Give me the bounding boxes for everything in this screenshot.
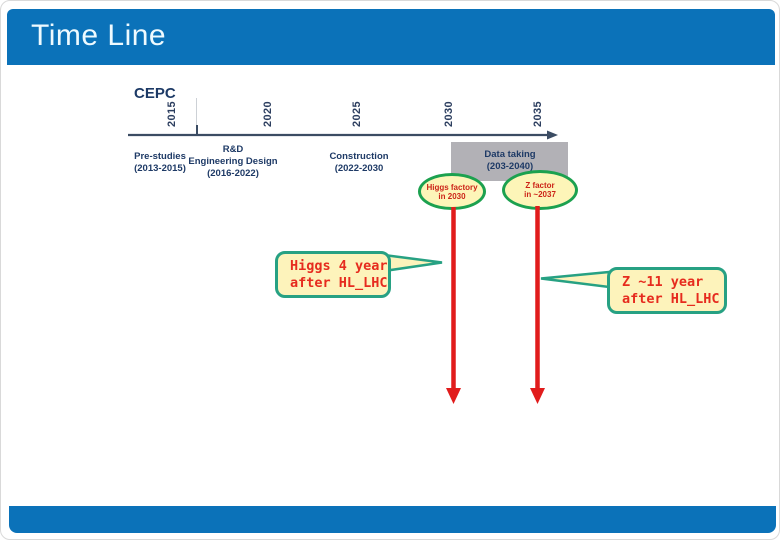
page-title: Time Line <box>31 19 167 52</box>
axis-year-label: 2015 <box>166 100 178 128</box>
phase-rnd: R&D Engineering Design (2016-2022) <box>173 144 293 180</box>
axis-year-label: 2025 <box>351 100 363 128</box>
phase-prestudies: Pre-studies (2013-2015) <box>120 151 200 175</box>
callout-text: Z ~11 year <box>622 273 704 290</box>
callout-text: after HL_LHC <box>622 290 720 307</box>
footer-bar <box>9 506 776 533</box>
phase-label: Pre-studies <box>134 151 186 162</box>
callout-text: after HL_LHC <box>290 274 388 291</box>
slide-title-bar: Time Line <box>7 9 775 65</box>
milestone-label: in 2030 <box>438 191 466 201</box>
milestone-arrowhead-z-icon <box>530 388 545 404</box>
timeline-tick <box>196 125 198 135</box>
cepc-label: CEPC <box>134 85 176 102</box>
axis-year-label: 2020 <box>262 100 274 128</box>
phase-label: Data taking <box>484 149 536 160</box>
milestone-label: in ~2037 <box>524 190 556 199</box>
phase-dates: (203-2040) <box>486 161 534 172</box>
axis-year-label: 2030 <box>443 100 455 128</box>
milestone-arrowhead-higgs-icon <box>446 388 461 404</box>
phase-dates: (2013-2015) <box>134 163 186 174</box>
phase-dates: (2016-2022) <box>207 168 259 179</box>
callout-z: Z ~11 year after HL_LHC <box>607 267 727 314</box>
milestone-ellipse-higgs: Higgs factory in 2030 <box>418 173 486 210</box>
phase-datataking: Data taking (203-2040) <box>460 149 560 173</box>
milestone-ellipse-z: Z factor in ~2037 <box>502 170 578 210</box>
phase-label: Engineering Design <box>188 156 278 167</box>
phase-label: R&D <box>222 144 244 155</box>
milestone-label: Higgs factory <box>426 182 478 192</box>
timeline-axis-arrowhead-icon <box>547 130 558 140</box>
callout-higgs: Higgs 4 year after HL_LHC <box>275 251 391 298</box>
phase-label: Construction <box>329 151 389 162</box>
callout-tail-z <box>540 270 611 289</box>
phase-construction: Construction (2022-2030 <box>309 151 409 175</box>
callout-text: Higgs 4 year <box>290 257 388 274</box>
milestone-label: Z factor <box>525 181 555 190</box>
axis-year-label: 2035 <box>532 100 544 128</box>
callout-tail-higgs <box>382 253 443 273</box>
timeline-minor-tick <box>196 98 197 125</box>
phase-dates: (2022-2030 <box>334 163 384 174</box>
